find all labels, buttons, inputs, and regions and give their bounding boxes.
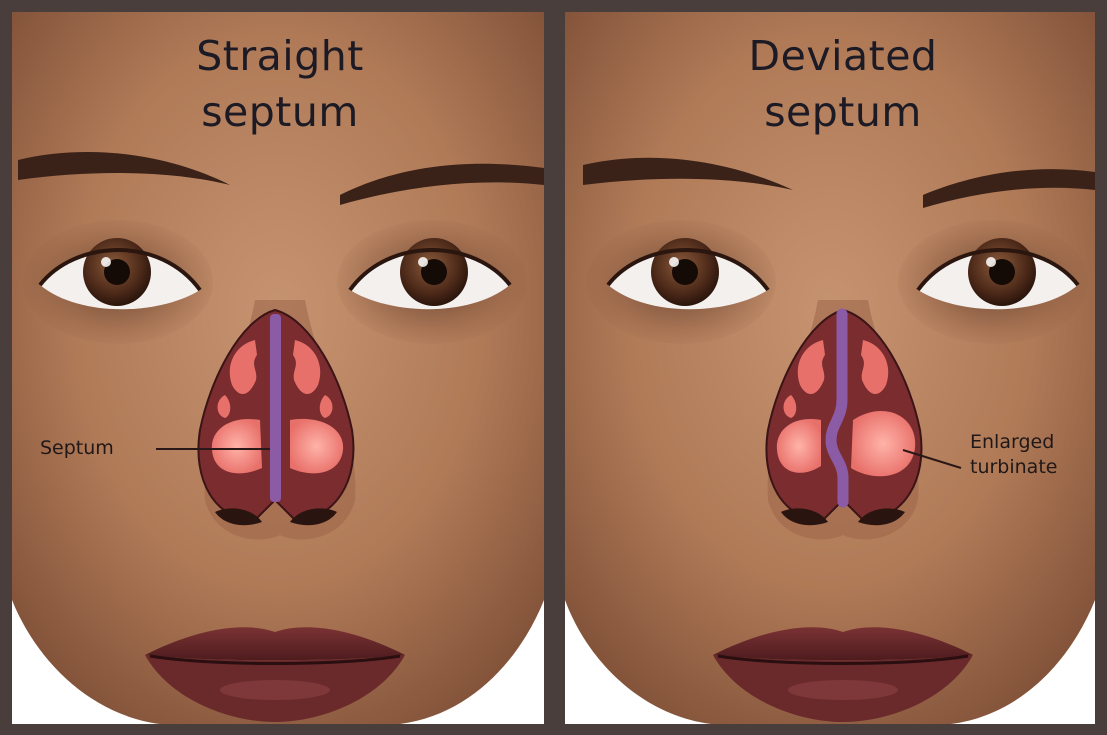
title-line-2: septum <box>120 84 440 140</box>
title-line-1: Deviated <box>683 28 1003 84</box>
title-line-2: septum <box>683 84 1003 140</box>
septum-label: Septum <box>40 436 114 461</box>
enlarged-turbinate <box>851 411 915 476</box>
turbinate-label-line-1: Enlarged <box>970 430 1057 455</box>
septum <box>270 314 281 502</box>
enlarged-turbinate-label: Enlarged turbinate <box>970 430 1057 480</box>
straight-septum-title: Straight septum <box>120 28 440 140</box>
title-line-1: Straight <box>120 28 440 84</box>
deviated-septum-title: Deviated septum <box>683 28 1003 140</box>
turbinate-label-line-2: turbinate <box>970 455 1057 480</box>
